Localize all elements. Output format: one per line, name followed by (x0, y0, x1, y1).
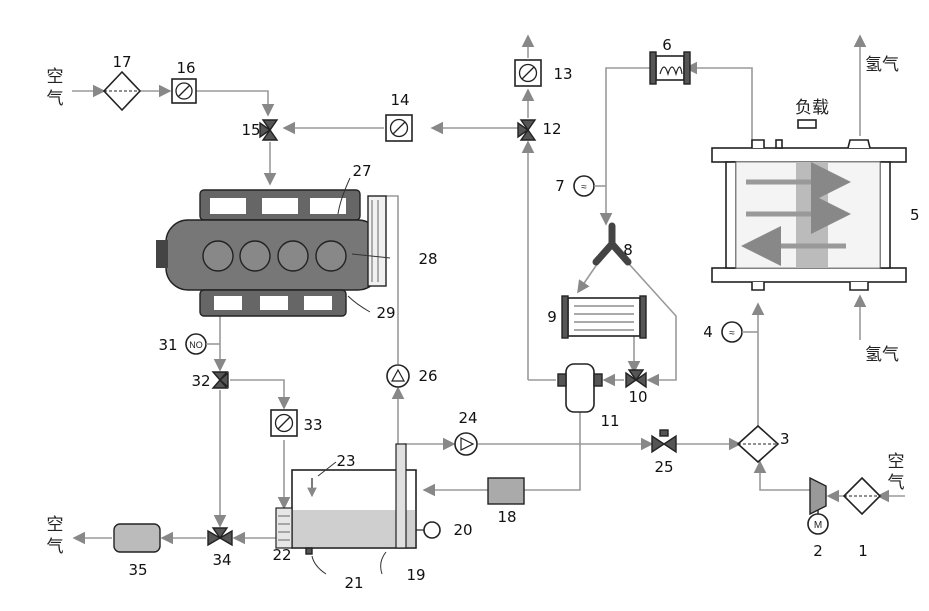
label-4: 4 (703, 323, 713, 341)
valve-12 (518, 120, 535, 140)
air-inlet-left-char1: 空 (47, 67, 64, 87)
label-33: 33 (303, 416, 322, 434)
label-8: 8 (623, 241, 633, 259)
air-filter-17 (104, 72, 140, 110)
label-32: 32 (191, 372, 210, 390)
hydrogen-outlet-label: 氢气 (865, 55, 899, 75)
motor-label: M (814, 520, 822, 531)
heat-exchanger-9 (562, 296, 646, 338)
air-filter-1 (844, 478, 880, 514)
muffler-35 (114, 524, 160, 552)
pump-26 (387, 365, 409, 387)
label-34: 34 (212, 551, 231, 569)
air-outlet-char1: 空 (47, 515, 64, 535)
load-box (798, 120, 816, 128)
filter-3 (738, 426, 778, 462)
label-25: 25 (654, 458, 673, 476)
svg-text:≈: ≈ (729, 328, 735, 339)
label-20: 20 (453, 521, 472, 539)
label-18: 18 (497, 508, 516, 526)
valve-25 (652, 430, 676, 452)
engine-28 (156, 190, 386, 316)
label-10: 10 (628, 388, 647, 406)
humidifier-6 (650, 52, 690, 84)
water-tank-19 (276, 444, 440, 554)
label-11: 11 (600, 412, 619, 430)
load-label: 负载 (795, 98, 829, 118)
valve-15 (260, 120, 277, 140)
label-12: 12 (542, 120, 561, 138)
label-9: 9 (547, 308, 557, 326)
air-outlet-char2: 气 (47, 537, 64, 557)
label-27: 27 (352, 162, 371, 180)
air-inlet-right-char1: 空 (888, 452, 905, 472)
sensor-31: NO (186, 334, 220, 354)
label-28: 28 (418, 250, 437, 268)
flow-meter-13 (515, 60, 541, 86)
label-1: 1 (858, 542, 868, 560)
heater-18 (488, 478, 524, 504)
air-inlet-left-char2: 气 (47, 89, 64, 109)
hydrogen-inlet-label: 氢气 (865, 345, 899, 365)
sensor-7: ≈ (574, 176, 606, 196)
flow-meter-14 (386, 115, 412, 141)
valve-32 (213, 372, 228, 388)
label-3: 3 (780, 430, 790, 448)
air-inlet-right-char2: 气 (888, 473, 905, 493)
sensor-4: ≈ (722, 322, 758, 342)
pump-24 (455, 433, 477, 455)
svg-text:NO: NO (189, 340, 203, 350)
label-7: 7 (555, 177, 565, 195)
label-23: 23 (336, 452, 355, 470)
label-2: 2 (813, 542, 823, 560)
label-15: 15 (241, 121, 260, 139)
label-13: 13 (553, 65, 572, 83)
label-26: 26 (418, 367, 437, 385)
fuel-cell-stack-5 (712, 140, 906, 290)
label-21: 21 (344, 574, 363, 592)
label-22: 22 (272, 546, 291, 564)
label-6: 6 (662, 36, 672, 54)
label-14: 14 (390, 91, 409, 109)
separator-11 (558, 364, 602, 412)
flow-meter-33 (271, 410, 297, 436)
label-16: 16 (176, 59, 195, 77)
label-17: 17 (112, 53, 131, 71)
label-19: 19 (406, 566, 425, 584)
valve-10 (626, 370, 646, 387)
label-31: 31 (158, 336, 177, 354)
svg-text:≈: ≈ (581, 182, 587, 193)
label-29: 29 (376, 304, 395, 322)
valve-34 (208, 528, 232, 545)
label-5: 5 (910, 206, 920, 224)
label-24: 24 (458, 409, 477, 427)
flow-meter-16 (172, 79, 196, 103)
label-35: 35 (128, 561, 147, 579)
